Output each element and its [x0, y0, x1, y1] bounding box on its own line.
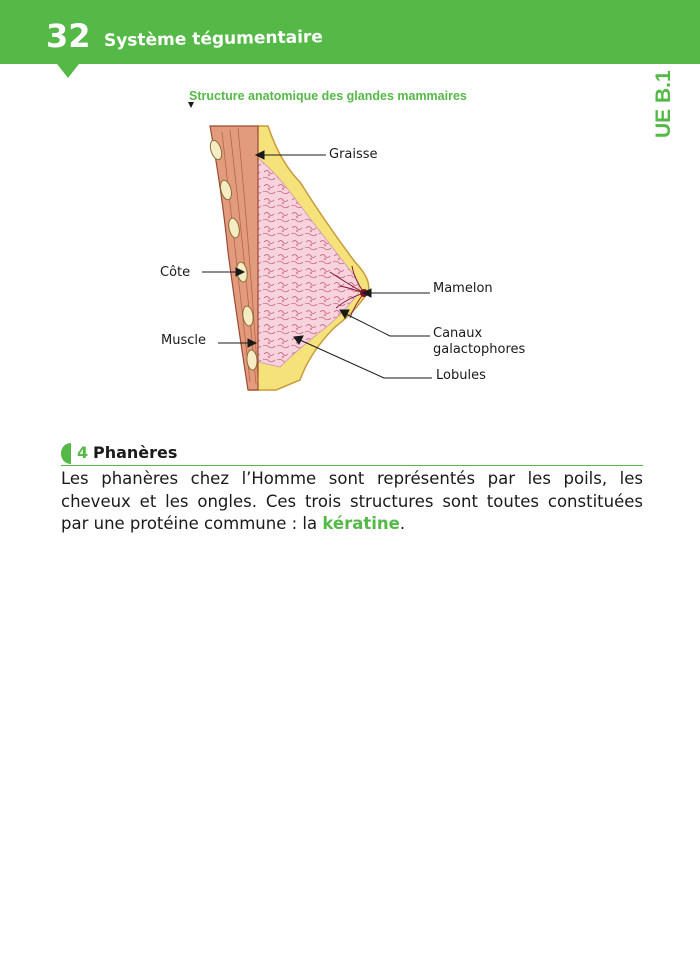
page-number: 32	[46, 17, 91, 55]
breast-anatomy-diagram: Graisse Côte Muscle Mamelon Canaux galac…	[150, 112, 550, 402]
chapter-header	[0, 0, 700, 64]
keyword-keratine: kératine	[322, 514, 400, 533]
paragraph-end: .	[399, 514, 406, 533]
caption-marker-icon	[188, 102, 194, 108]
figure-caption: Structure anatomique des glandes mammair…	[189, 89, 467, 103]
label-cote: Côte	[160, 265, 191, 280]
section-number: 4	[77, 443, 89, 462]
label-canaux: Canaux	[433, 326, 483, 341]
gland-tissue	[257, 156, 360, 368]
chapter-title: Système tégumentaire	[103, 27, 324, 51]
paragraph-text: Les phanères chez l’Homme sont représent…	[61, 469, 643, 533]
section-marker-icon	[61, 443, 71, 464]
label-graisse: Graisse	[329, 147, 378, 162]
side-unit-label: UE B.1	[652, 70, 675, 138]
section-paragraph: Les phanères chez l’Homme sont représent…	[61, 468, 643, 536]
section-heading: 4 Phanères	[61, 441, 643, 466]
label-galactophores: galactophores	[433, 342, 526, 357]
label-lobules: Lobules	[436, 368, 486, 383]
label-muscle: Muscle	[161, 333, 206, 348]
section-title: Phanères	[93, 443, 178, 462]
breast-anatomy-illustration	[202, 125, 432, 391]
header-tab-marker	[57, 64, 79, 78]
label-mamelon: Mamelon	[433, 281, 493, 296]
